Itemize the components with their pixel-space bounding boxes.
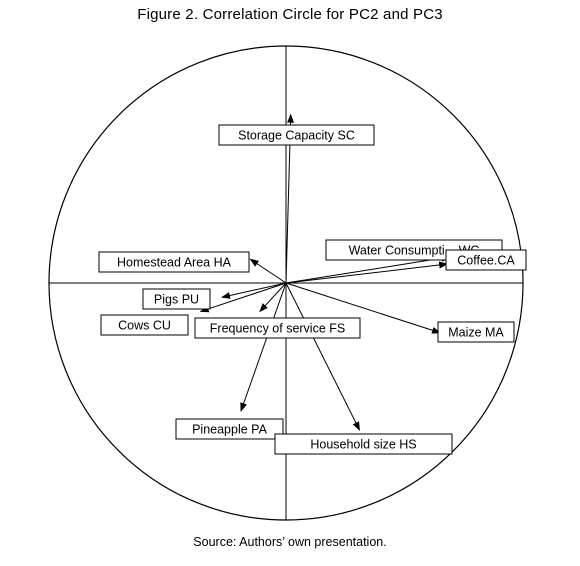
label-text-cows-cu: Cows CU — [118, 319, 171, 333]
label-text-household-size-hs: Household size HS — [310, 438, 416, 452]
label-frame — [98, 251, 250, 273]
label-text-maize-ma: Maize MA — [448, 326, 504, 340]
vector-maize-ma — [285, 282, 442, 334]
label-text-pineapple-pa: Pineapple PA — [192, 423, 267, 437]
vector-pineapple-pa — [240, 282, 287, 412]
vector-frequency-of-service-fs — [259, 282, 287, 313]
vector-coffee-ca — [285, 261, 449, 284]
label-frame — [100, 314, 189, 336]
label-box-household-size-hs: Household size HS — [274, 433, 453, 455]
variable-vectors — [199, 113, 451, 431]
label-frame — [437, 321, 515, 343]
label-box-storage-capacity-sc: Storage Capacity SC — [218, 124, 375, 146]
label-box-pineapple-pa: Pineapple PA — [175, 418, 284, 440]
label-text-homestead-area-ha: Homestead Area HA — [117, 256, 232, 270]
chart-source-note: Source: Authors’ own presentation. — [193, 535, 387, 549]
label-text-frequency-of-service-fs: Frequency of service FS — [210, 322, 345, 336]
label-box-coffee-ca: Coffee.CA — [445, 249, 527, 271]
vector-homestead-area-ha — [249, 258, 287, 284]
vector-cows-cu — [199, 282, 287, 313]
label-frame — [194, 317, 361, 339]
label-box-cows-cu: Cows CU — [100, 314, 189, 336]
label-frame — [218, 124, 375, 146]
label-frame — [175, 418, 284, 440]
label-frame — [274, 433, 453, 455]
label-box-homestead-area-ha: Homestead Area HA — [98, 251, 250, 273]
label-frame — [445, 249, 527, 271]
label-box-pigs-pu: Pigs PU — [142, 288, 211, 310]
vector-water-consumpti-wc — [285, 254, 451, 284]
label-text-coffee-ca: Coffee.CA — [457, 254, 515, 268]
vector-pigs-pu — [221, 282, 287, 299]
label-text-storage-capacity-sc: Storage Capacity SC — [238, 129, 355, 143]
label-text-pigs-pu: Pigs PU — [154, 293, 199, 307]
vector-household-size-hs — [285, 282, 360, 431]
label-frame — [142, 288, 211, 310]
label-box-maize-ma: Maize MA — [437, 321, 515, 343]
label-box-frequency-of-service-fs: Frequency of service FS — [194, 317, 361, 339]
chart-title: Figure 2. Correlation Circle for PC2 and… — [137, 6, 443, 23]
